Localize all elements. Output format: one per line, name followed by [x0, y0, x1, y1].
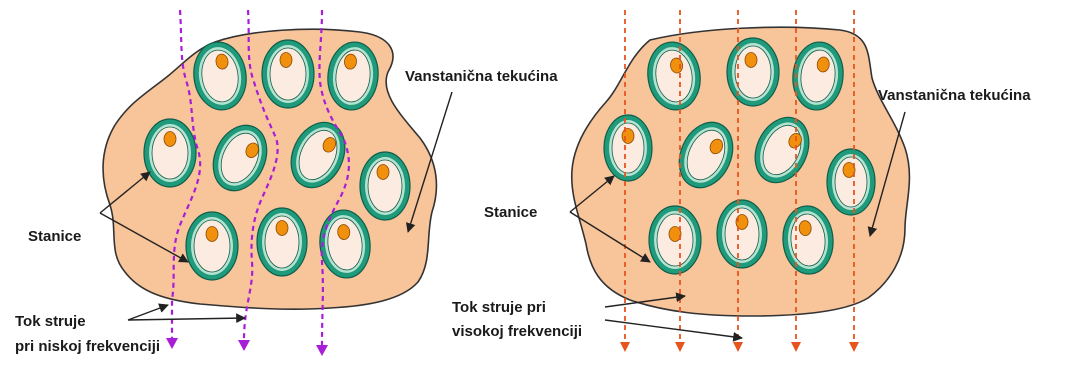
left-cell-8 [186, 212, 238, 280]
left-cell-7-nucleus [377, 165, 389, 180]
high-frequency-arrowhead-1 [620, 342, 630, 352]
high-frequency-arrowhead-4 [791, 342, 801, 352]
left-cell-9-nucleus [276, 221, 288, 236]
right-cell-2-nucleus [745, 53, 757, 68]
left-cells-label: Stanice [28, 227, 81, 246]
right-cell-8 [649, 206, 701, 274]
right-current-label-line1: Tok struje pri [452, 298, 546, 317]
left-cell-2-nucleus [280, 53, 292, 68]
left-cell-9 [257, 208, 307, 276]
left-current-pointer-a [128, 305, 168, 320]
left-cell-7 [360, 152, 410, 220]
left-cell-2 [262, 40, 314, 108]
left-panel [103, 10, 436, 356]
left-current-label-line1: Tok struje [15, 312, 86, 331]
left-cell-4-nucleus [164, 132, 176, 147]
right-cell-4-nucleus [622, 129, 634, 144]
right-cell-7 [827, 149, 875, 215]
left-extracellular-fluid-label: Vanstanična tekućina [405, 67, 558, 86]
low-frequency-arrowhead-1 [166, 338, 178, 349]
right-panel [572, 10, 910, 352]
high-frequency-arrowhead-5 [849, 342, 859, 352]
low-frequency-arrowhead-2 [238, 340, 250, 351]
high-frequency-arrowhead-3 [733, 342, 743, 352]
right-current-label-line2: visokoj frekvenciji [452, 322, 582, 341]
left-current-label-line2: pri niskoj frekvenciji [15, 337, 160, 356]
left-cell-8-nucleus [206, 227, 218, 242]
right-cell-9 [717, 200, 767, 268]
right-extracellular-fluid-label: Vanstanična tekućina [878, 86, 1031, 105]
right-cell-2 [727, 38, 779, 106]
right-cell-4 [604, 115, 652, 181]
low-frequency-arrowhead-3 [316, 345, 328, 356]
left-current-pointer-b [128, 318, 245, 320]
right-cells-label: Stanice [484, 203, 537, 222]
left-cell-4 [144, 119, 196, 187]
high-frequency-arrowhead-2 [675, 342, 685, 352]
